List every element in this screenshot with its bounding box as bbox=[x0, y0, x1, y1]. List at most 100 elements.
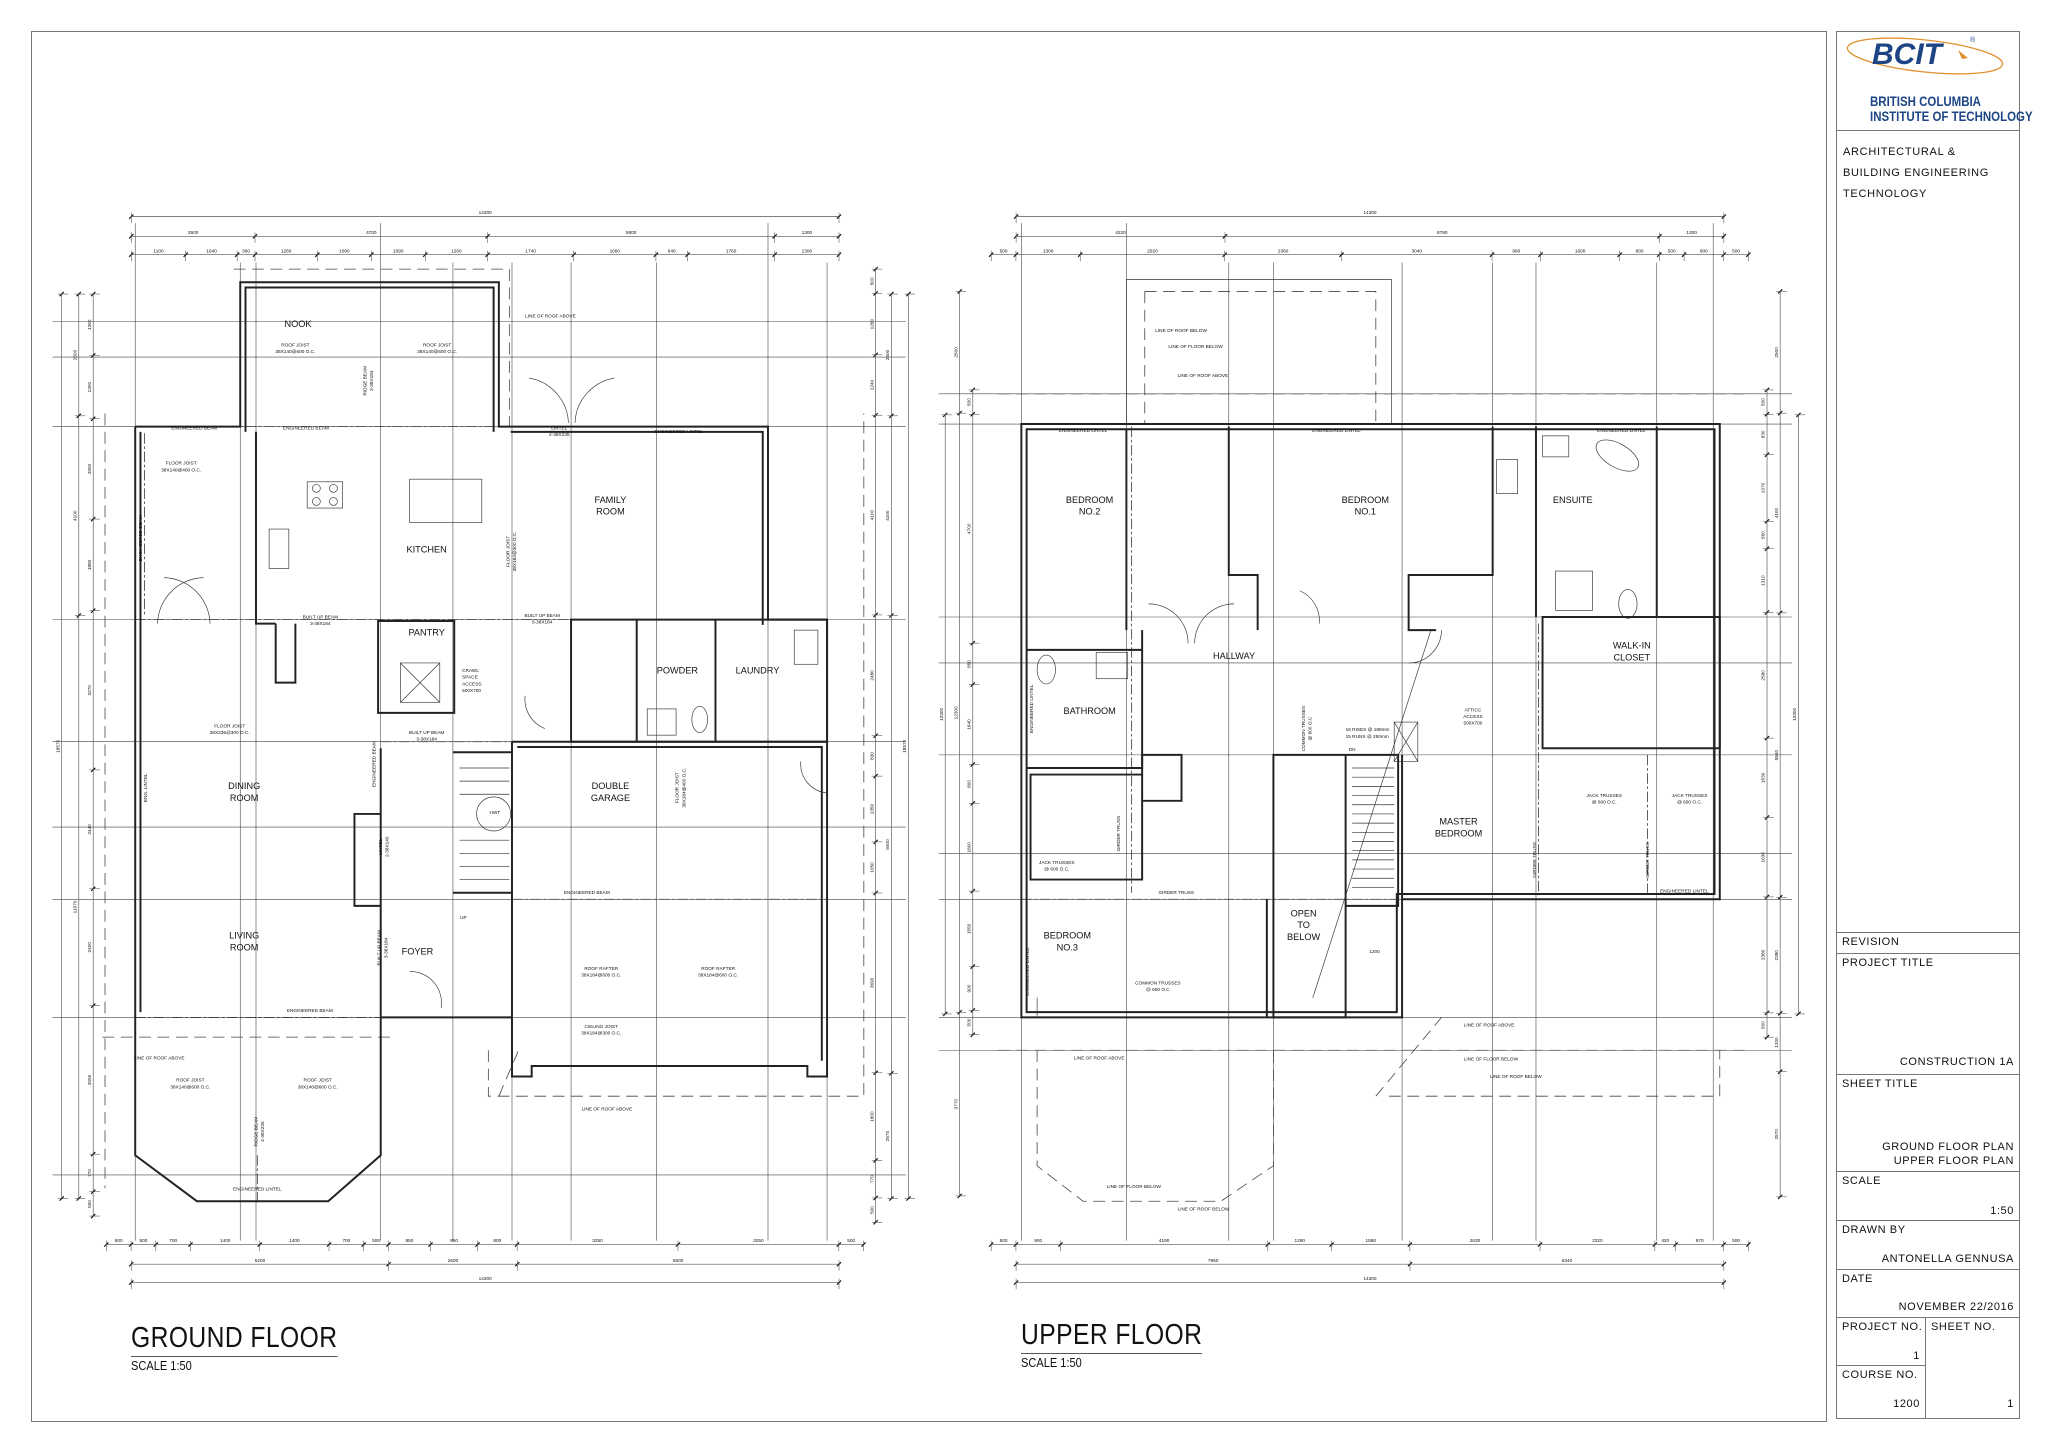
structural-note-line: 38X184@300 O.C. bbox=[512, 531, 518, 571]
dimension-label: 4700 bbox=[966, 523, 972, 534]
dimension-label: 1040 bbox=[206, 248, 217, 254]
dimension-label: 1550 bbox=[966, 923, 972, 934]
dimension-label: 3250 bbox=[753, 1238, 764, 1244]
dimension-label: 2920 bbox=[1147, 248, 1158, 254]
dimension-label: 1200 bbox=[1774, 1037, 1780, 1048]
room-label-line: NO.2 bbox=[1079, 507, 1100, 517]
structural-note-line: BUILT UP BEAM bbox=[409, 730, 444, 736]
room-label-line: TO bbox=[1297, 920, 1310, 930]
dimension-label: 500 bbox=[1000, 248, 1008, 254]
room-label-line: DOUBLE bbox=[592, 781, 630, 791]
dimension-label: 1300 bbox=[1043, 248, 1054, 254]
structural-note: JACK TRUSSES@ 600 O.C. bbox=[1672, 793, 1708, 806]
dimension-label: 500 bbox=[966, 1018, 972, 1026]
structural-note-line: JACK TRUSSES bbox=[1672, 793, 1708, 799]
title-block-border bbox=[1836, 31, 2020, 1419]
room-label-line: POWDER bbox=[657, 665, 699, 675]
upper-walls bbox=[1020, 423, 1721, 1019]
registered-mark-icon: ® bbox=[1970, 36, 1976, 44]
dimension-label: 800 bbox=[1636, 248, 1644, 254]
sheet-no-label: SHEET NO. bbox=[1931, 1321, 1996, 1333]
structural-note-line: ENGINEERED BEAM bbox=[287, 1008, 333, 1014]
structural-note-line: LINE OF ROOF ABOVE bbox=[525, 314, 576, 320]
dimension-label: 4700 bbox=[366, 230, 377, 236]
dimension-label: 8780 bbox=[1437, 230, 1448, 236]
dimension-label: 12300 bbox=[1792, 707, 1798, 720]
project-title-label: PROJECT TITLE bbox=[1842, 957, 1934, 969]
dimension-label: 1260 bbox=[281, 248, 292, 254]
structural-note-line: ENGINEERED LINTEL bbox=[1660, 889, 1709, 895]
dimension-label: 5800 bbox=[626, 230, 637, 236]
structural-note: LINE OF ROOF ABOVE bbox=[1178, 373, 1229, 379]
room-label-line: ROOM bbox=[230, 942, 259, 952]
room-label: DOUBLE GARAGE bbox=[591, 781, 630, 803]
structural-note-line: FLOOR JOIST bbox=[214, 723, 245, 729]
dimension-label: 1240 bbox=[869, 379, 875, 390]
dimension-label: 4190 bbox=[1159, 1238, 1170, 1244]
structural-note-line: ENGINEERED LINTEL bbox=[1029, 684, 1035, 733]
structural-note-line: ENGINEERED BEAM bbox=[283, 425, 329, 431]
ground-dashed-roof-lines bbox=[102, 268, 865, 1202]
dimension-label: 770 bbox=[869, 1175, 875, 1183]
ground-walls bbox=[134, 281, 829, 1203]
room-label-line: PANTRY bbox=[408, 627, 444, 637]
structural-note: LINE OF ROOF BELOW bbox=[1178, 1206, 1230, 1212]
dimension-label: 2480 bbox=[869, 670, 875, 681]
department-line-3: TECHNOLOGY bbox=[1843, 188, 1928, 200]
structural-note: ENGINEERED LINTEL bbox=[233, 1187, 282, 1193]
dimension-label: 1260 bbox=[451, 248, 462, 254]
structural-note: HWT bbox=[490, 810, 501, 816]
dimension-label: 3040 bbox=[1412, 248, 1423, 254]
dimension-label: 18570 bbox=[55, 739, 61, 752]
structural-note-line: 38X184@400 O.C. bbox=[681, 768, 687, 808]
structural-note-line: 38X140@600 O.C. bbox=[170, 1084, 210, 1090]
structural-note: ENGINEERED LINTEL bbox=[1312, 428, 1361, 434]
dimension-label: 12300 bbox=[953, 706, 959, 719]
room-label-line: GARAGE bbox=[591, 793, 630, 803]
structural-note-line: LINE OF ROOF BELOW bbox=[1155, 328, 1207, 334]
structural-note: LINE OF ROOF ABOVE bbox=[525, 314, 576, 320]
structural-note-line: ENGINEERED LINTEL bbox=[233, 1187, 282, 1193]
structural-note-line: 38X140@600 O.C. bbox=[298, 1084, 338, 1090]
structural-note-line: LINE OF FLOOR BELOW bbox=[1168, 344, 1223, 350]
dimension-label: 500 bbox=[869, 277, 875, 285]
structural-note-line: ENGINEERED BEAM bbox=[564, 890, 610, 896]
dimension-label: 4100 bbox=[1774, 507, 1780, 518]
dimension-label: 4220 bbox=[1115, 230, 1126, 236]
drawn-by-label: DRAWN BY bbox=[1842, 1224, 1906, 1236]
dimension-label: 3770 bbox=[953, 1098, 959, 1109]
bcit-logo: BCIT ® bbox=[1846, 36, 2004, 75]
structural-note: ENGINEERED BEAM bbox=[287, 1008, 333, 1014]
room-label-line: FOYER bbox=[402, 946, 434, 956]
dimension-label: 700 bbox=[169, 1238, 177, 1244]
room-label: HALLWAY bbox=[1213, 651, 1255, 661]
structural-note-line: ATTICC bbox=[1465, 708, 1482, 714]
structural-note: DN bbox=[1349, 747, 1356, 753]
dimension-label: 1300 bbox=[802, 248, 813, 254]
room-label-line: NOOK bbox=[284, 319, 312, 329]
room-label-line: LIVING bbox=[229, 931, 259, 941]
dimension-label: 2380 bbox=[1774, 950, 1780, 961]
structural-note-line: DN bbox=[1349, 747, 1356, 753]
structural-note-line: CIELING JOIST bbox=[584, 1024, 618, 1030]
structural-note-line: @ 600 O.C. bbox=[1044, 866, 1069, 872]
dimension-label: 14300 bbox=[479, 1276, 492, 1282]
scale-value: 1:50 bbox=[1990, 1205, 2014, 1217]
bcit-logo-text: BCIT bbox=[1872, 38, 1945, 71]
structural-note-line: ENGINEERED LINTEL bbox=[1312, 428, 1361, 434]
dimension-label: 1580 bbox=[1366, 1238, 1377, 1244]
structural-note-line: ROOF JOIST bbox=[304, 1078, 332, 1084]
dimension-label: 1600 bbox=[1575, 248, 1586, 254]
room-label: BATHROOM bbox=[1063, 706, 1115, 716]
structural-note-line: ROOF RAFTER bbox=[584, 966, 618, 972]
